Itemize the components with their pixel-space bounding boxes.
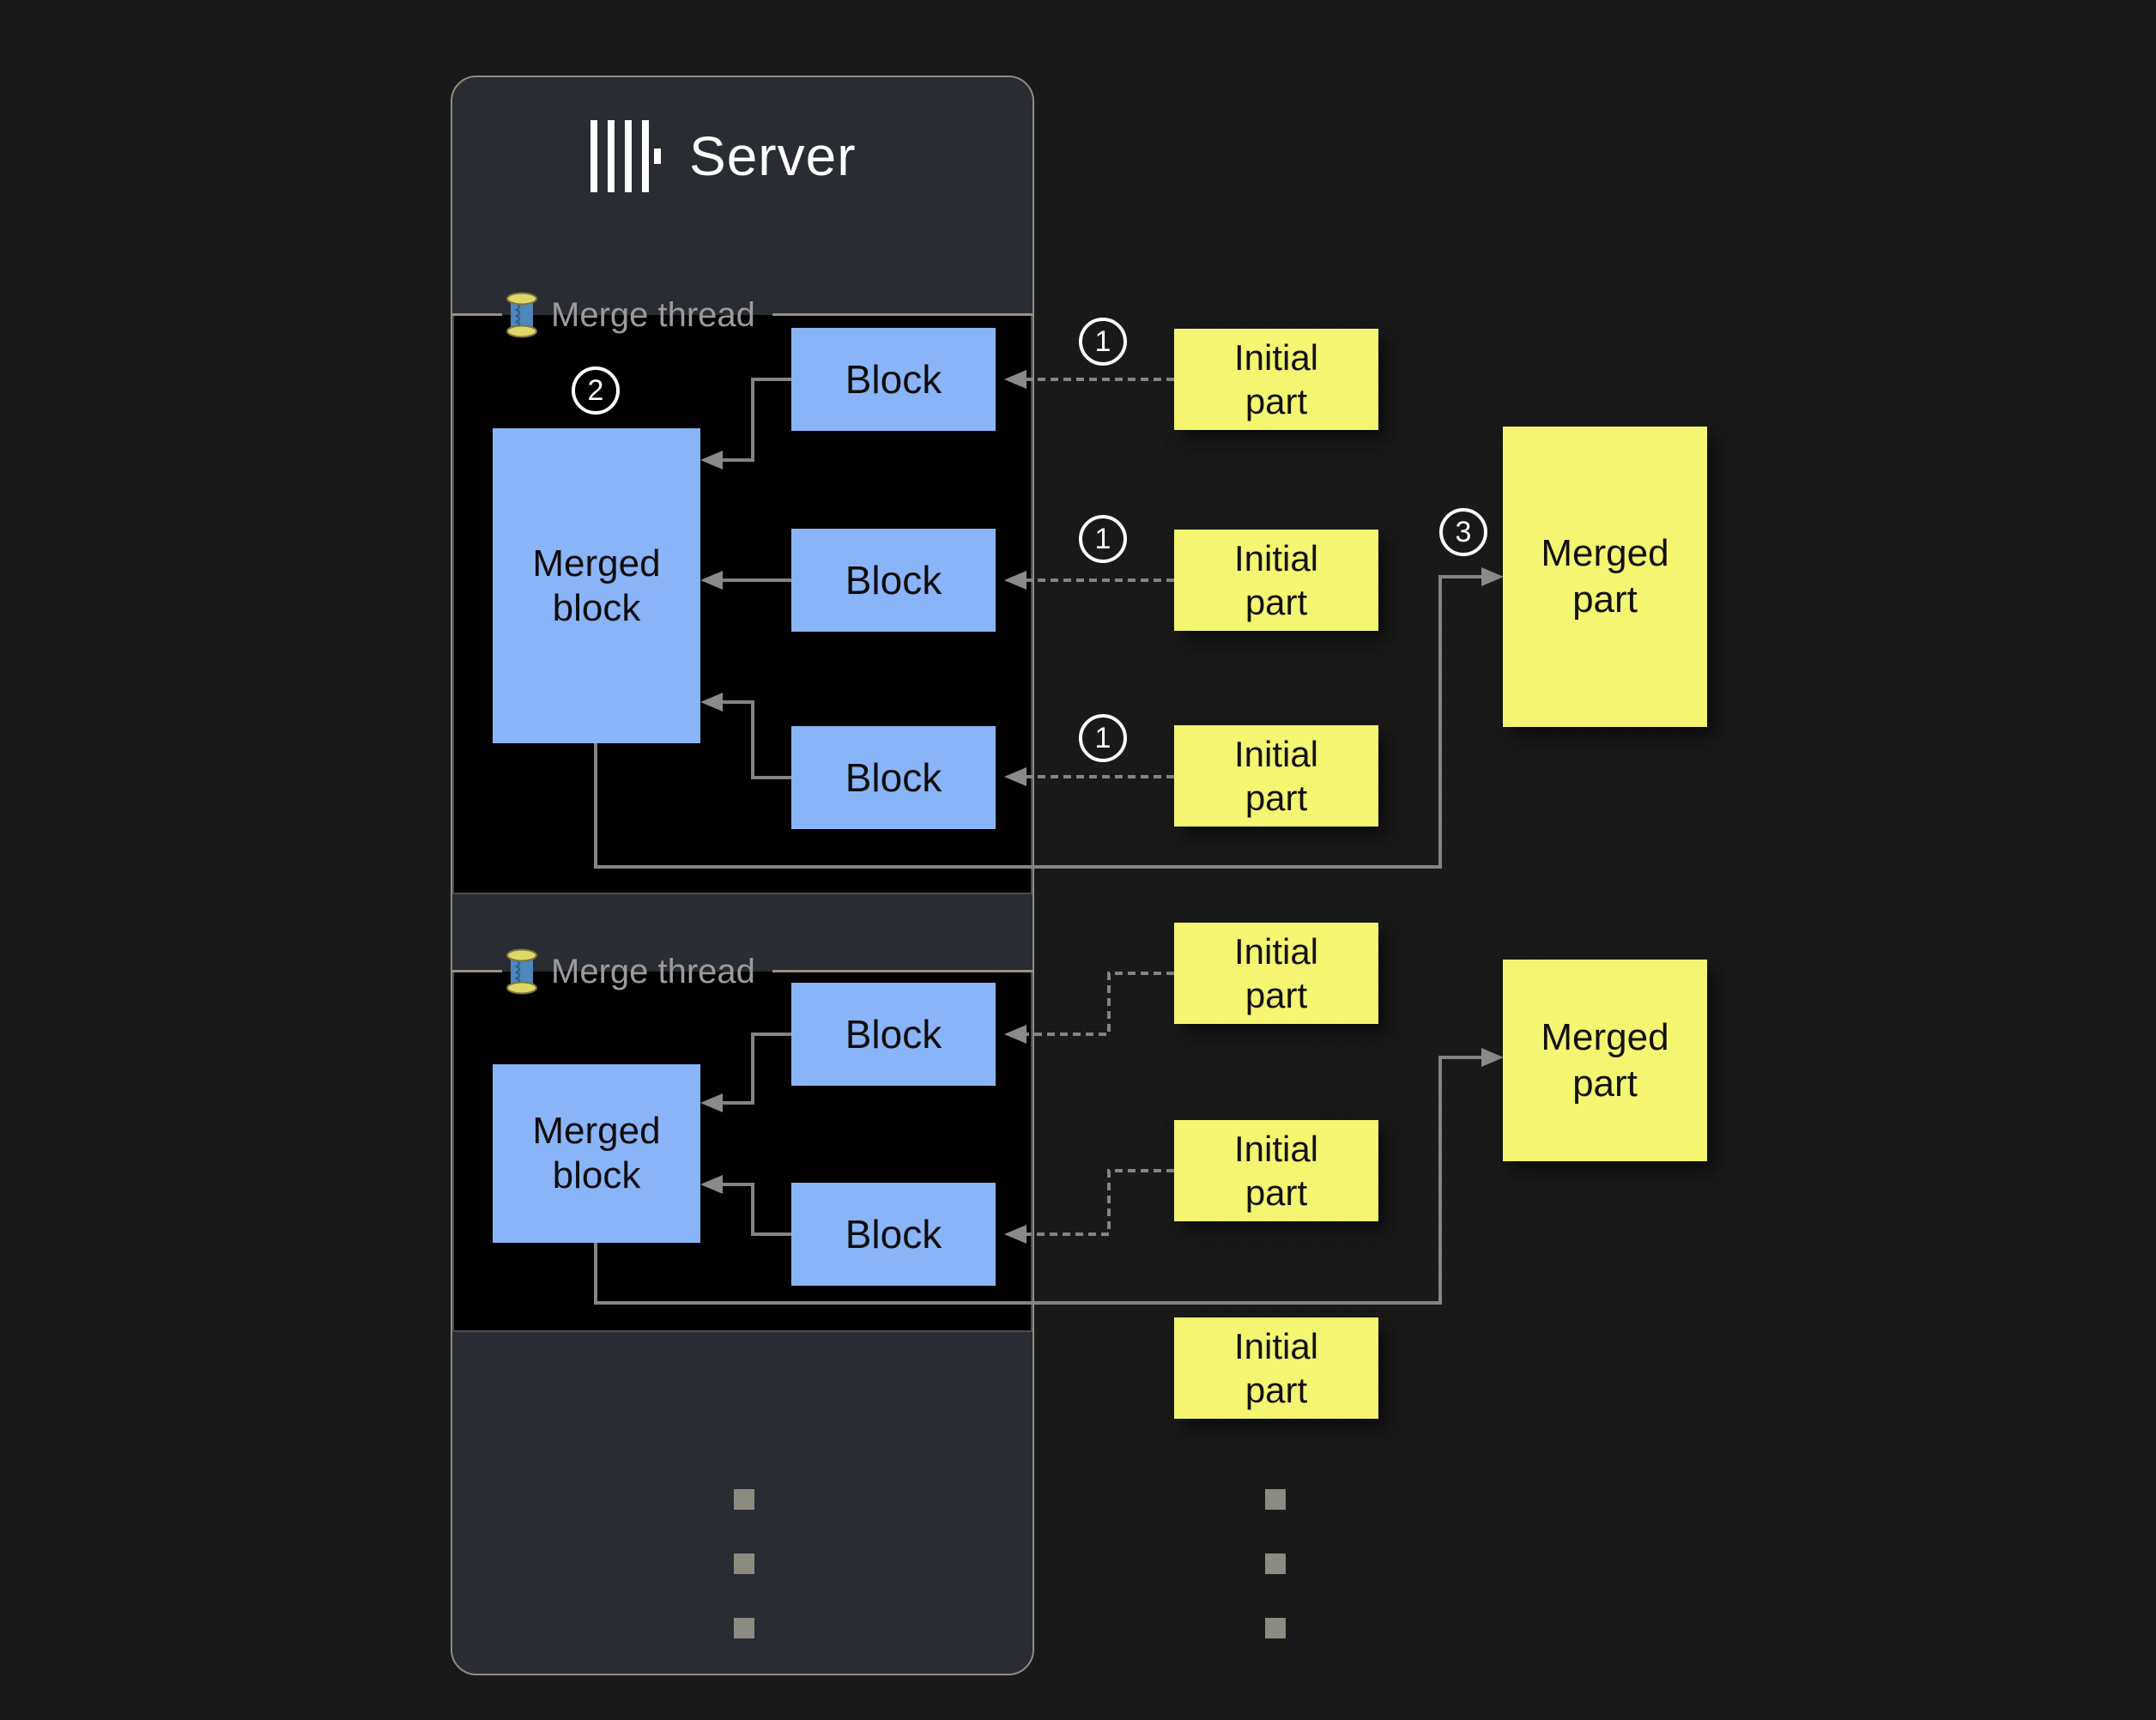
merge-thread-label: Merge thread — [551, 952, 755, 990]
initial-part: Initial part — [1174, 1120, 1378, 1221]
initial-part: Initial part — [1174, 1317, 1378, 1419]
block: Block — [791, 1183, 996, 1286]
initial-part: Initial part — [1174, 329, 1378, 430]
ellipsis-dot — [734, 1618, 754, 1638]
merge-thread-label: Merge thread — [551, 295, 755, 334]
step-badge-1: 1 — [1079, 515, 1127, 563]
block: Block — [791, 529, 996, 632]
clickhouse-logo-icon — [590, 120, 661, 192]
step-badge-1: 1 — [1079, 714, 1127, 762]
block: Block — [791, 726, 996, 829]
server-title: Server — [689, 125, 857, 187]
merge-thread-label-1: Merge thread — [505, 291, 755, 339]
section-border-segment — [772, 970, 1033, 972]
merged-part: Merged part — [1503, 960, 1707, 1161]
ellipsis-dot — [1265, 1618, 1286, 1638]
ellipsis-dot — [734, 1553, 754, 1574]
block: Block — [791, 328, 996, 431]
merged-part: Merged part — [1503, 427, 1707, 727]
ellipsis-dot — [1265, 1489, 1286, 1510]
step-badge-2: 2 — [572, 366, 620, 415]
thread-spool-icon — [506, 292, 537, 338]
server-header: Server — [590, 120, 857, 192]
ellipsis-dot — [1265, 1553, 1286, 1574]
section-border-segment — [452, 970, 502, 972]
merged-block: Merged block — [493, 428, 700, 743]
initial-part: Initial part — [1174, 923, 1378, 1024]
merge-thread-label-2: Merge thread — [505, 948, 755, 996]
merged-block: Merged block — [493, 1064, 700, 1243]
ellipsis-dot — [734, 1489, 754, 1510]
initial-part: Initial part — [1174, 530, 1378, 631]
section-border-segment — [772, 313, 1033, 316]
thread-spool-icon — [506, 948, 537, 995]
initial-part: Initial part — [1174, 725, 1378, 827]
section-border-segment — [452, 313, 502, 316]
step-badge-1: 1 — [1079, 318, 1127, 366]
step-badge-3: 3 — [1439, 508, 1487, 556]
block: Block — [791, 983, 996, 1086]
